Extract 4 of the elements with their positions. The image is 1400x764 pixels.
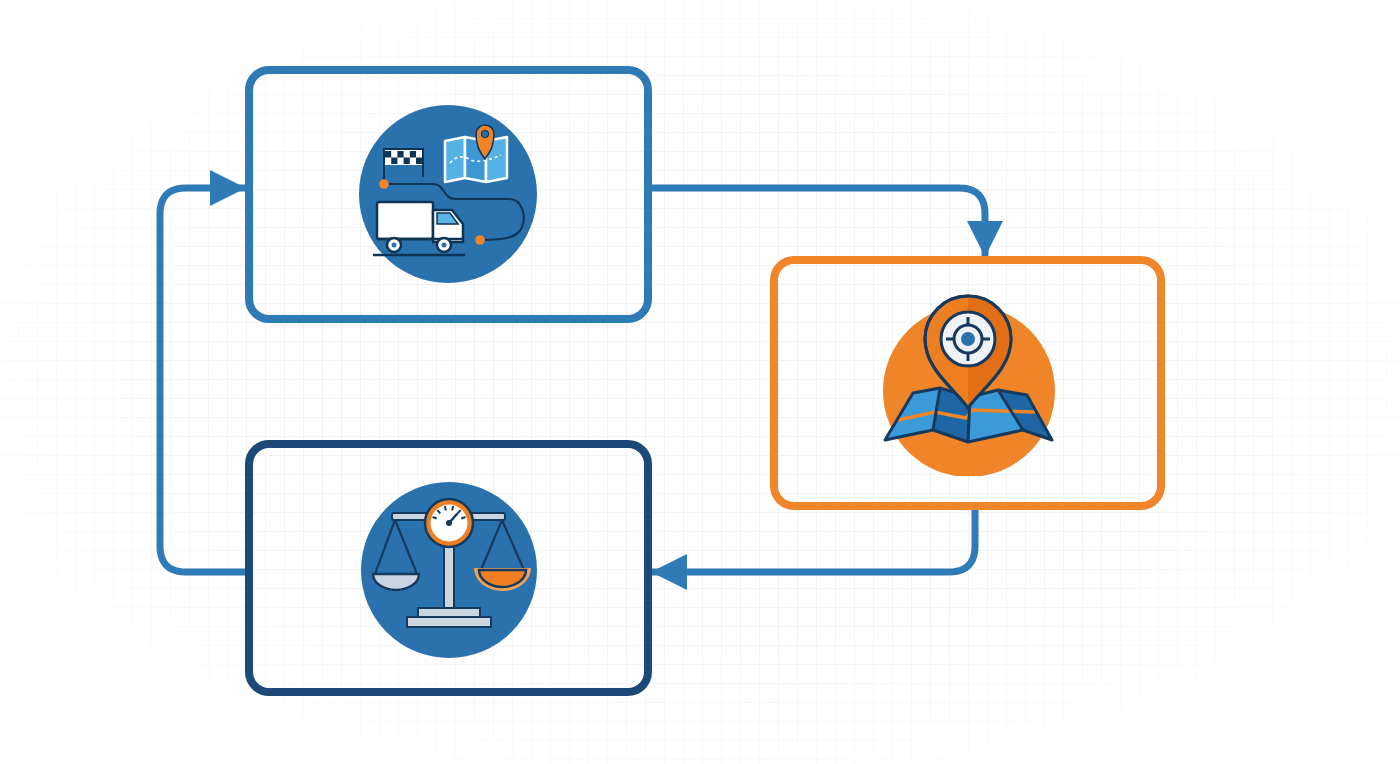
- process-box: [245, 66, 652, 323]
- process-box: [770, 256, 1165, 510]
- connector-arrow: [156, 170, 246, 576]
- process-box: [245, 440, 652, 696]
